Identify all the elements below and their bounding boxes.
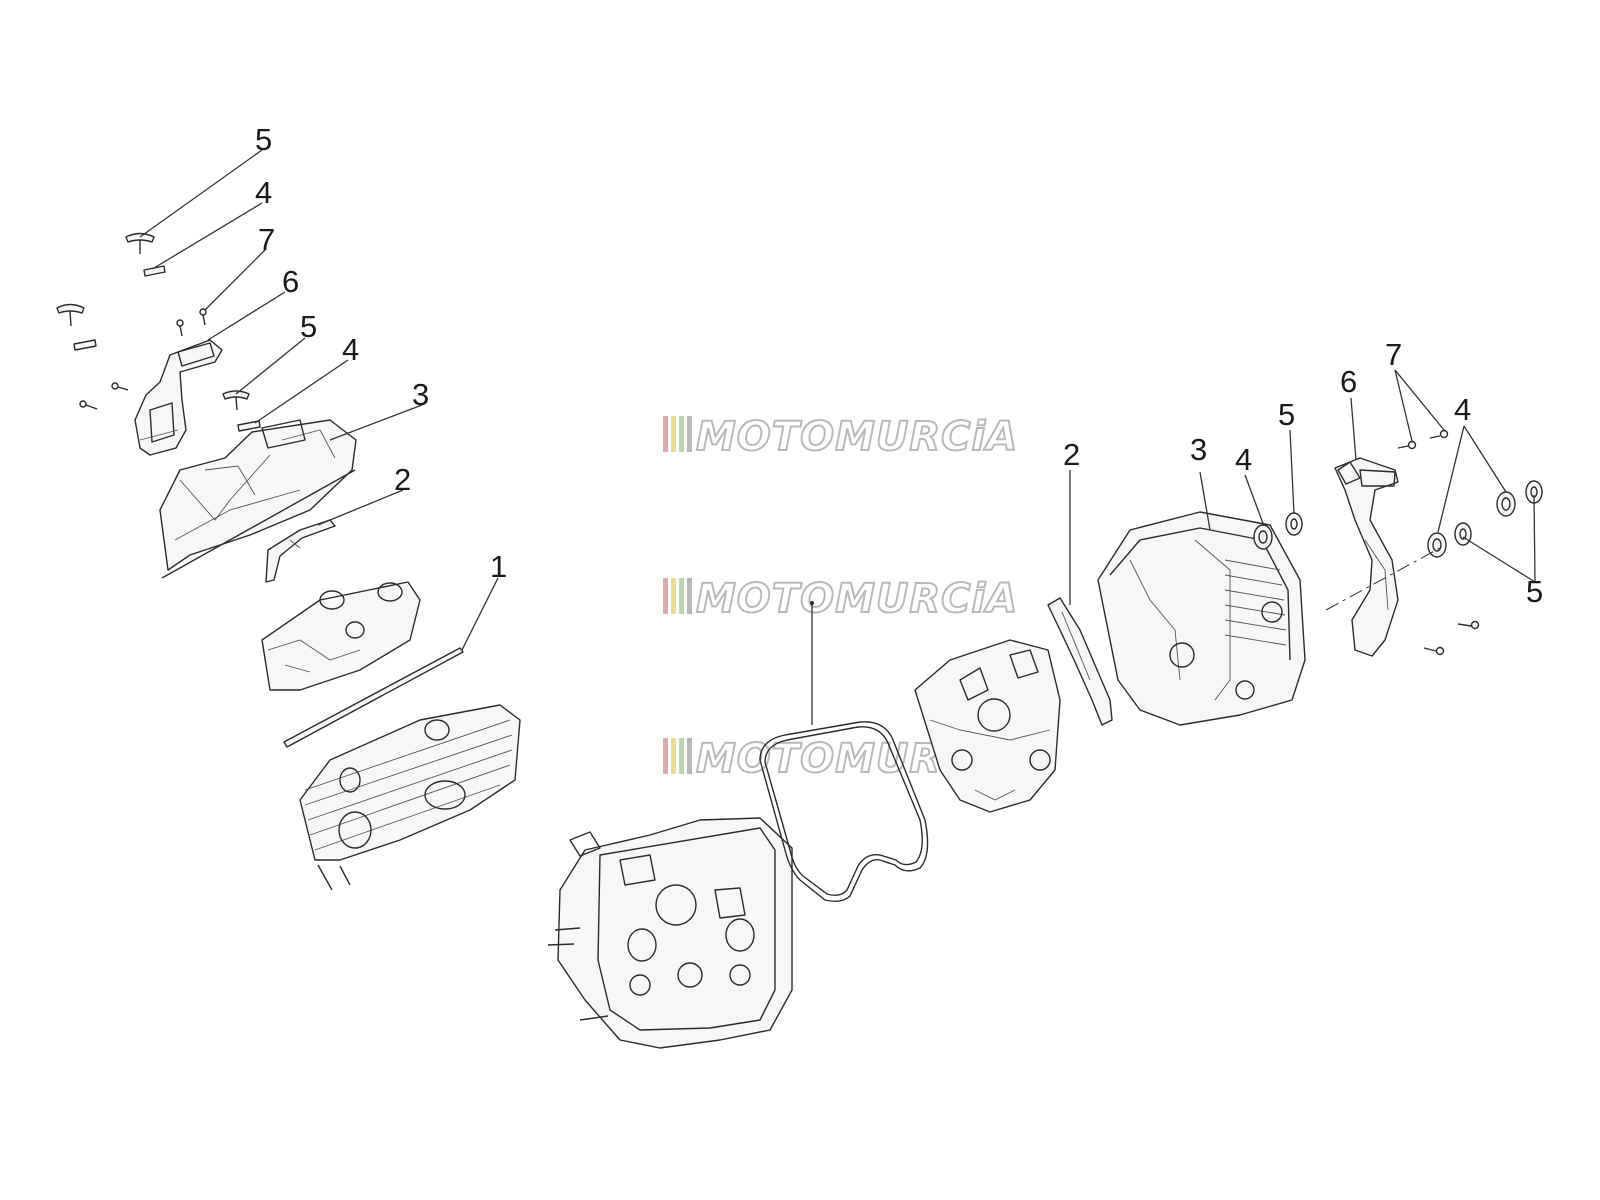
right-seal-group (1253, 480, 1543, 558)
callout-left-5a: 5 (255, 122, 272, 157)
callout-left-2: 2 (394, 462, 411, 497)
callout-left-5b: 5 (300, 309, 317, 344)
callout-right-4b: 4 (1454, 392, 1471, 427)
left-screw-group (56, 232, 261, 432)
callout-right-5b: 5 (1526, 574, 1543, 609)
callout-left-3: 3 (412, 377, 429, 412)
right-screw-group (1397, 429, 1480, 656)
left-pushrod (283, 647, 464, 748)
left-gasket-clip (265, 519, 336, 583)
callout-left-4a: 4 (255, 175, 272, 210)
watermark-text: MOTOMURCiA (696, 414, 1018, 460)
right-alignment-line (1325, 547, 1441, 611)
right-callouts: 2 3 4 5 6 7 4 5 (1063, 337, 1543, 609)
left-cam-carrier (261, 581, 421, 691)
watermark-top: MOTOMURCiA (663, 413, 1018, 461)
callout-left-4b: 4 (342, 332, 359, 367)
left-valve-cover (159, 419, 357, 579)
right-gasket-strip (1047, 597, 1113, 726)
callout-right-4a: 4 (1235, 442, 1252, 477)
callout-left-7: 7 (258, 222, 275, 257)
callout-left-1: 1 (490, 549, 507, 584)
callout-right-3: 3 (1190, 432, 1207, 467)
callout-left-6: 6 (282, 264, 299, 299)
center-cylinder-head (547, 817, 793, 1049)
callout-right-5a: 5 (1278, 397, 1295, 432)
callout-right-6: 6 (1340, 364, 1357, 399)
watermark-text: MOTOMURCiA (696, 576, 1018, 622)
right-bracket (1334, 457, 1399, 657)
left-cylinder-head (299, 704, 521, 891)
center-rocker-support (914, 639, 1061, 813)
callout-right-7: 7 (1385, 337, 1402, 372)
callout-right-2: 2 (1063, 437, 1080, 472)
watermark-middle: MOTOMURCiA (663, 575, 1018, 623)
right-valve-cover (1097, 511, 1306, 726)
left-callouts: 5 4 7 6 5 4 3 2 1 (255, 122, 507, 584)
center-valve-gasket (759, 601, 929, 903)
left-bracket (134, 339, 223, 456)
leader-lines (139, 149, 1536, 651)
